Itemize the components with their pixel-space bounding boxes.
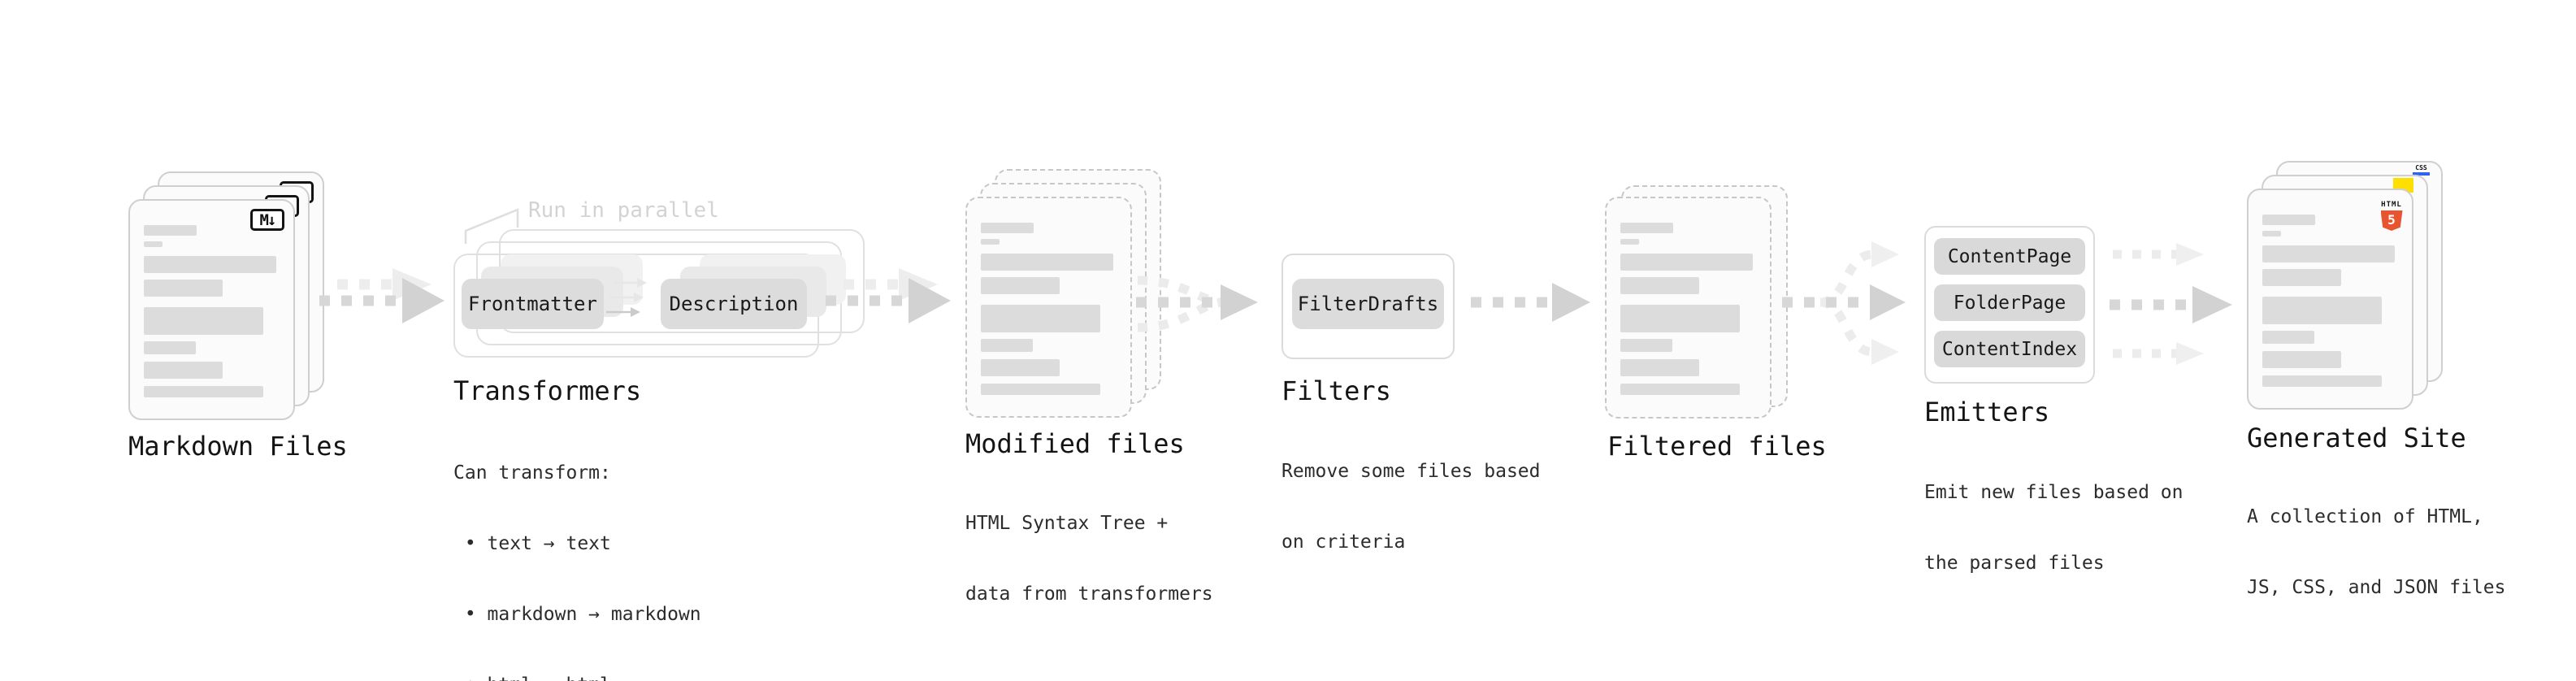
modified-files-label: Modified files (965, 428, 1185, 459)
transformers-label: Transformers (453, 375, 642, 406)
main-arrow (826, 278, 951, 323)
generated-site-description: A collection of HTML, JS, CSS, and JSON … (2247, 506, 2506, 598)
filterdrafts-plugin-chip: FilterDrafts (1292, 279, 1444, 329)
annotation-callout-line (464, 208, 519, 244)
flow-arrow-fanout-to-emitters (1782, 241, 1906, 365)
emitters-description: Emit new files based on the parsed files (1924, 482, 2184, 574)
markdown-files-label: Markdown Files (128, 431, 348, 462)
emitters-label: Emitters (1924, 397, 2050, 427)
run-in-parallel-annotation: Run in parallel (528, 198, 719, 223)
modified-file-card-front (965, 197, 1132, 418)
flow-arrow-converge-to-filters (1136, 275, 1258, 332)
css3-icon: CSS (2413, 165, 2430, 176)
description-plugin-chip: Description (661, 279, 807, 329)
folderpage-plugin-chip: FolderPage (1934, 284, 2085, 321)
flow-arrow-filters-to-filtered (1471, 283, 1590, 322)
contentindex-plugin-chip: ContentIndex (1934, 331, 2085, 367)
parallel-transform-arrows (606, 278, 647, 317)
filters-description: Remove some files based on criteria (1281, 461, 1541, 553)
generated-site-label: Generated Site (2247, 423, 2466, 453)
filtered-files-label: Filtered files (1607, 431, 1827, 462)
markdown-file-card-front: M↓ (128, 199, 295, 420)
filtered-file-card-front (1605, 197, 1772, 419)
html5-icon: HTML 5 (2379, 194, 2404, 231)
flow-arrow-transformers-to-modified (826, 268, 951, 323)
filters-label: Filters (1281, 375, 1391, 406)
site-file-card-html: HTML 5 (2247, 189, 2413, 410)
main-arrow (319, 278, 445, 323)
contentpage-plugin-chip: ContentPage (1934, 238, 2085, 275)
transformers-description: Can transform: • text → text • markdown … (453, 462, 701, 681)
flow-arrow-markdown-to-transformers (319, 268, 445, 323)
modified-files-description: HTML Syntax Tree + data from transformer… (965, 513, 1213, 605)
flow-arrows-emitters-to-site (2110, 243, 2232, 365)
frontmatter-plugin-chip: Frontmatter (462, 279, 604, 329)
markdown-icon: M↓ (250, 209, 284, 231)
